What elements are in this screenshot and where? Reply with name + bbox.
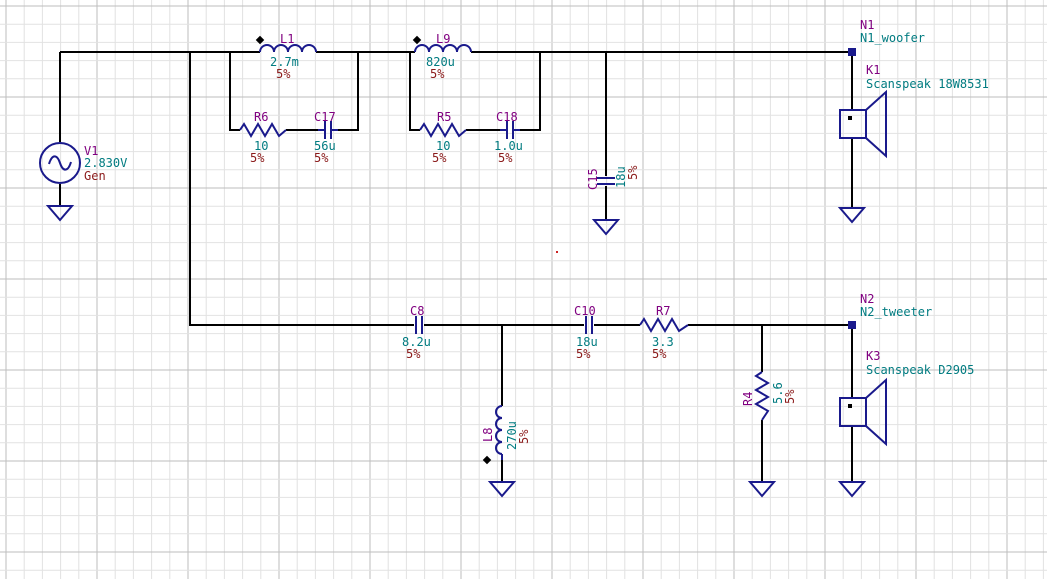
r6-value-label: 10 — [254, 139, 268, 153]
r4-name-label: R4 — [741, 392, 755, 406]
wires — [59, 51, 853, 482]
wire-r5-branch[interactable] — [409, 52, 420, 131]
l1-name-label: L1 — [280, 32, 294, 46]
n2-node-label: N2_tweeter — [860, 305, 932, 319]
ground-symbol-c15 — [591, 219, 621, 236]
l8-tol-label: 5% — [517, 429, 531, 444]
n1-node-label: N1_woofer — [860, 31, 925, 45]
r7-tol-label: 5% — [652, 347, 667, 361]
c15-name-label: C15 — [586, 168, 600, 190]
r7-value-label: 3.3 — [652, 335, 674, 349]
c18-tol-label: 5% — [498, 151, 513, 165]
wire-c18-branch[interactable] — [520, 52, 541, 131]
inductor-l1[interactable] — [255, 35, 317, 53]
wire-high-pass-feed[interactable] — [189, 52, 414, 326]
l8-name-label: L8 — [481, 428, 495, 442]
c18-name-label: C18 — [496, 110, 518, 124]
resistor-r7[interactable] — [639, 317, 689, 333]
wire-r6-branch[interactable] — [229, 52, 240, 131]
inductor-l8-polarity-dot — [482, 455, 492, 465]
ground-symbol-k3 — [837, 481, 867, 498]
capacitor-c8[interactable] — [415, 316, 423, 334]
resistor-r6[interactable] — [239, 122, 287, 138]
v1-extra-label: Gen — [84, 169, 106, 183]
r4-tol-label: 5% — [783, 389, 797, 404]
inductor-l9-polarity-dot — [412, 35, 422, 45]
k1-name-label: K1 — [866, 63, 880, 77]
n2-node-name: N2 — [860, 292, 874, 306]
source-v1[interactable] — [39, 142, 81, 184]
speaker-k1[interactable] — [839, 89, 887, 159]
ground-symbol-k1 — [837, 207, 867, 224]
l1-tol-label: 5% — [276, 67, 291, 81]
r6-name-label: R6 — [254, 110, 268, 124]
speaker-k3[interactable] — [839, 377, 887, 447]
c17-tol-label: 5% — [314, 151, 329, 165]
c8-tol-label: 5% — [406, 347, 421, 361]
v1-value-label: 2.830V — [84, 156, 127, 170]
r5-value-label: 10 — [436, 139, 450, 153]
k3-model-label: Scanspeak D2905 — [866, 363, 974, 377]
capacitor-c10[interactable] — [585, 316, 593, 334]
node-n1-marker[interactable] — [848, 48, 856, 56]
l9-value-label: 820u — [426, 55, 455, 69]
c15-value-label: 18u — [614, 166, 628, 188]
capacitor-c17[interactable] — [318, 121, 338, 139]
l9-tol-label: 5% — [430, 67, 445, 81]
k3-name-label: K3 — [866, 349, 880, 363]
inductor-l9[interactable] — [412, 35, 472, 53]
c17-name-label: C17 — [314, 110, 336, 124]
k1-model-label: Scanspeak 18W8531 — [866, 77, 989, 91]
capacitor-c18[interactable] — [500, 121, 520, 139]
stray-point-marker — [556, 251, 558, 253]
l8-value-label: 270u — [505, 421, 519, 450]
c17-value-label: 56u — [314, 139, 336, 153]
c8-name-label: C8 — [410, 304, 424, 318]
c10-value-label: 18u — [576, 335, 598, 349]
ground-symbol-l8 — [487, 481, 517, 498]
c10-name-label: C10 — [574, 304, 596, 318]
r7-name-label: R7 — [656, 304, 670, 318]
inductor-l1-polarity-dot — [255, 35, 265, 45]
resistor-r5[interactable] — [419, 122, 467, 138]
l9-name-label: L9 — [436, 32, 450, 46]
wire-c17-branch[interactable] — [338, 52, 359, 131]
c18-value-label: 1.0u — [494, 139, 523, 153]
ground-symbol-r4 — [747, 481, 777, 498]
capacitor-c15[interactable] — [597, 177, 615, 185]
l1-value-label: 2.7m — [270, 55, 299, 69]
r6-tol-label: 5% — [250, 151, 265, 165]
r5-name-label: R5 — [437, 110, 451, 124]
resistor-r4[interactable] — [754, 371, 770, 421]
c8-value-label: 8.2u — [402, 335, 431, 349]
r5-tol-label: 5% — [432, 151, 447, 165]
n1-node-name: N1 — [860, 18, 874, 32]
c10-tol-label: 5% — [576, 347, 591, 361]
v1-name-label: V1 — [84, 144, 98, 158]
r4-value-label: 5.6 — [771, 382, 785, 404]
node-n2-marker[interactable] — [848, 321, 856, 329]
ground-symbol-v1 — [45, 205, 75, 222]
c15-tol-label: 5% — [626, 165, 640, 180]
inductor-l8[interactable] — [482, 405, 503, 465]
